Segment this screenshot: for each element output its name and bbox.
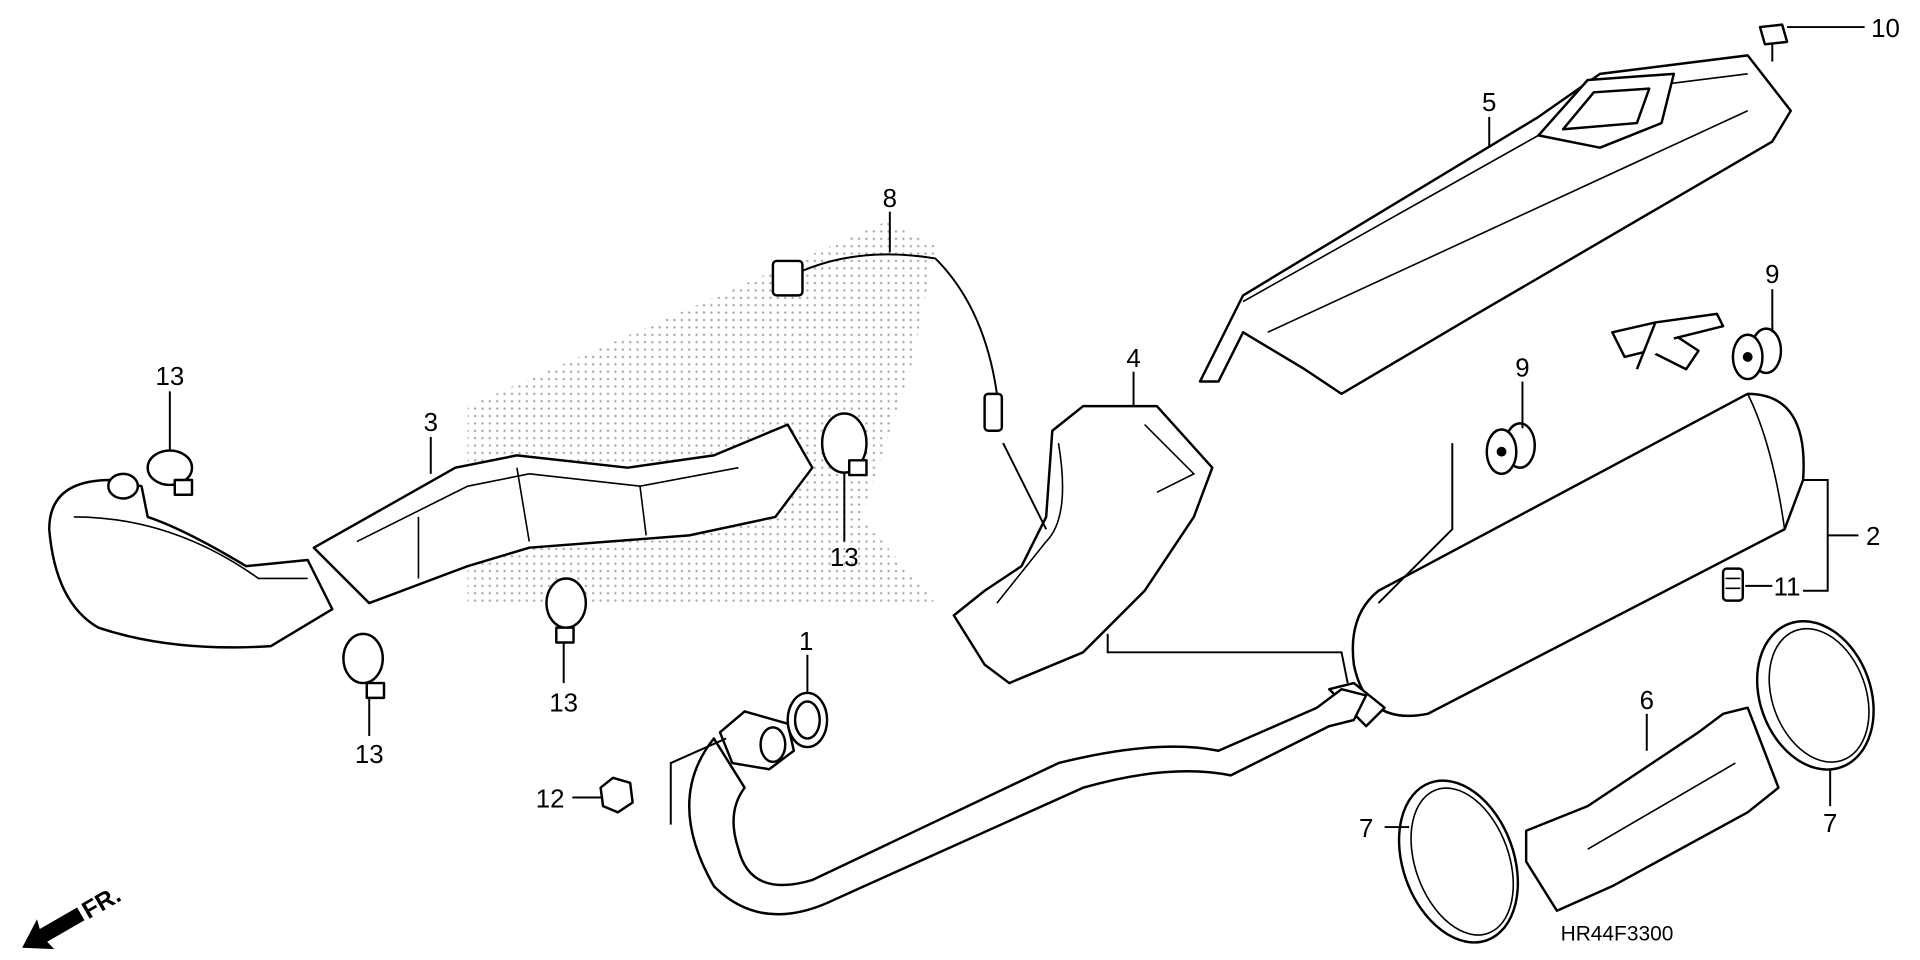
part-1-gasket[interactable] (786, 691, 829, 749)
callout-9-upper: 9 (1765, 261, 1779, 289)
front-direction-label: FR. (78, 881, 126, 924)
callout-2: 2 (1866, 523, 1880, 551)
part-8-o2-sensor[interactable] (771, 253, 1048, 530)
part-12-nut[interactable] (599, 776, 634, 814)
exhaust-front-pipe[interactable] (48, 472, 334, 649)
part-5-muffler-protector[interactable] (1198, 54, 1793, 396)
callout-13-d: 13 (355, 741, 384, 769)
part-9-grommet-lower[interactable] (1485, 422, 1536, 476)
part-4-heat-guard[interactable] (952, 404, 1214, 685)
callout-11: 11 (1774, 574, 1801, 602)
leader-lines (168, 26, 1865, 829)
part-13-clamp-c[interactable] (545, 577, 588, 644)
callout-3: 3 (424, 409, 438, 437)
callout-7-left: 7 (1359, 815, 1373, 843)
callout-13-a: 13 (155, 363, 184, 391)
part-13-clamp-d[interactable] (342, 632, 386, 700)
part-13-clamp-a[interactable] (146, 449, 194, 497)
callout-6: 6 (1640, 687, 1654, 715)
callout-1: 1 (799, 628, 813, 656)
exhaust-pipe[interactable] (688, 688, 1368, 916)
part-6-pipe-protector[interactable] (1524, 706, 1780, 913)
callout-7-right: 7 (1823, 810, 1837, 838)
part-13-clamp-b[interactable] (820, 412, 868, 477)
part-7-band-left[interactable] (1378, 764, 1539, 959)
part-10-bolt[interactable] (1758, 23, 1789, 62)
part-11-nut[interactable] (1721, 567, 1745, 602)
part-2-muffler[interactable] (1328, 312, 1805, 728)
callout-5: 5 (1482, 89, 1496, 117)
callout-9-lower: 9 (1515, 355, 1529, 383)
callout-4: 4 (1126, 345, 1140, 373)
diagram-code: HR44F3300 (1561, 922, 1674, 945)
callout-13-b: 13 (830, 544, 859, 572)
callout-13-c: 13 (549, 689, 578, 717)
part-3-exhaust-cover[interactable] (312, 423, 814, 605)
callout-12: 12 (536, 785, 565, 813)
front-direction-arrow: FR. (22, 881, 126, 950)
arrow-left-icon (22, 907, 85, 950)
part-9-grommet-upper[interactable] (1731, 327, 1783, 381)
callout-8: 8 (883, 185, 897, 213)
callout-10: 10 (1871, 15, 1900, 43)
part-7-band-right[interactable] (1737, 605, 1893, 786)
